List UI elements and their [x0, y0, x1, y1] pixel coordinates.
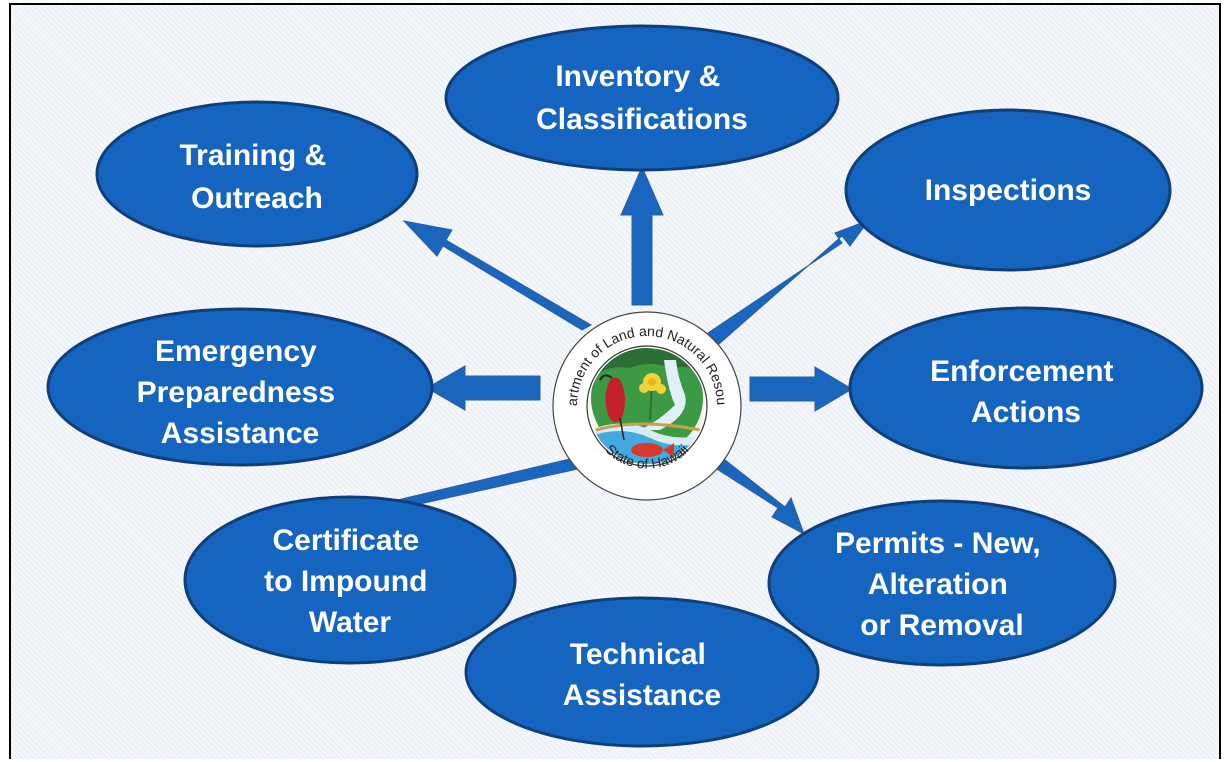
node-inspections: Inspections [844, 108, 1172, 272]
node-emergency: Emergency Preparedness Assistance [46, 307, 434, 467]
node-technical-label: Technical Assistance [563, 638, 721, 712]
node-inventory: Inventory & Classifications [444, 24, 840, 172]
node-inspections-label: Inspections [925, 174, 1092, 207]
arrow-to-enforcement [749, 366, 853, 412]
arrows-group [316, 165, 871, 536]
arrow-to-inventory [620, 165, 664, 306]
node-technical: Technical Assistance [464, 596, 820, 748]
node-certificate-label: Certificate to Impound Water [264, 524, 436, 639]
node-emergency-label: Emergency Preparedness Assistance [137, 335, 344, 450]
node-inventory-label: Inventory & Classifications [536, 60, 748, 136]
arrow-to-training [402, 220, 593, 331]
arrow-to-inspections [707, 218, 871, 345]
node-permits: Permits - New, Alteration or Removal [767, 499, 1117, 667]
node-training: Training & Outreach [95, 100, 419, 248]
arrow-to-emergency [426, 365, 541, 411]
node-certificate: Certificate to Impound Water [183, 495, 517, 665]
arrow-to-permits [711, 455, 805, 536]
node-training-label: Training & Outreach [179, 139, 334, 215]
node-permits-label: Permits - New, Alteration or Removal [835, 527, 1049, 642]
node-enforcement: Enforcement Actions [848, 306, 1204, 470]
node-enforcement-label: Enforcement Actions [930, 355, 1122, 429]
